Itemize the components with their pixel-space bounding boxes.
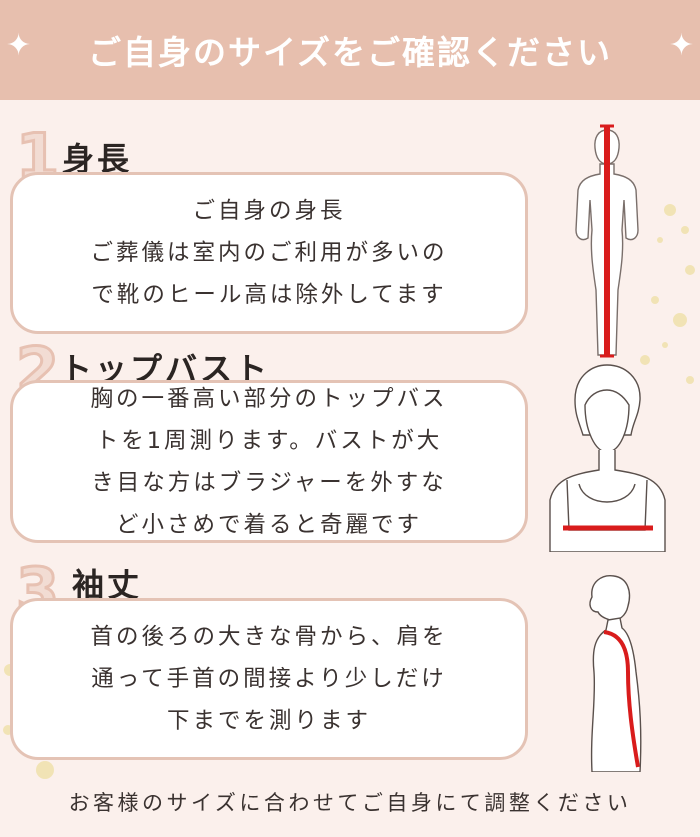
section-text-line: トを1周測ります。バストが大 <box>95 427 443 454</box>
bust-measurement-figure-icon <box>549 364 666 552</box>
section-text-line: き目な方はブラジャーを外すな <box>91 469 447 496</box>
section-text-line: ご自身の身長 <box>192 198 346 224</box>
section-box-top-bust: 胸の一番高い部分のトップバス トを1周測ります。バストが大 き目な方はブラジャー… <box>10 380 528 543</box>
sparkle-icon: ✦ <box>6 28 32 63</box>
full-body-height-figure-icon <box>575 124 639 358</box>
section-box-sleeve: 首の後ろの大きな骨から、肩を 通って手首の間接より少しだけ 下までを測ります <box>10 598 528 760</box>
section-title-sleeve: 袖丈 <box>72 566 143 604</box>
section-text-line: 首の後ろの大きな骨から、肩を <box>90 624 448 650</box>
section-text-line: 胸の一番高い部分のトップバス <box>90 385 448 412</box>
section-text-line: で靴のヒール高は除外してます <box>91 282 447 308</box>
section-text-line: ご葬儀は室内のご利用が多いの <box>90 240 448 266</box>
page-title: ご自身のサイズをご確認ください <box>87 33 612 72</box>
section-text-line: 通って手首の間接より少しだけ <box>91 666 447 692</box>
sleeve-length-figure-icon <box>589 575 642 772</box>
footer-note: お客様のサイズに合わせてご自身にて調整ください <box>68 791 632 815</box>
header-banner: ✦ ご自身のサイズをご確認ください ✦ <box>0 0 700 100</box>
section-title-height: 身長 <box>62 140 133 178</box>
section-text-line: ど小さめで着ると奇麗です <box>115 511 422 538</box>
sparkle-icon: ✦ <box>668 28 694 63</box>
section-box-height: ご自身の身長 ご葬儀は室内のご利用が多いの で靴のヒール高は除外してます <box>10 172 528 334</box>
section-text-line: 下までを測ります <box>166 708 371 734</box>
